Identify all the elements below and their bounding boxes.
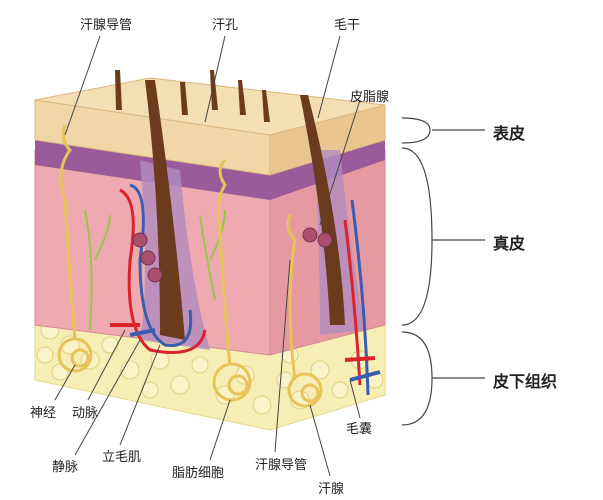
blood-vessels (110, 183, 381, 396)
sebaceous-glands (132, 227, 333, 283)
hair-shafts (115, 70, 345, 340)
label-vein: 静脉 (52, 460, 79, 475)
layer-brackets (401, 117, 485, 426)
sweat-glands (57, 124, 323, 408)
label-hair-shaft: 毛干 (334, 18, 361, 33)
label-sweat-pore: 汗孔 (212, 18, 239, 33)
label-fat-cells: 脂肪细胞 (172, 466, 225, 481)
label-sweat-duct-bottom: 汗腺导管 (255, 458, 308, 473)
label-artery: 动脉 (72, 406, 99, 421)
label-nerve: 神经 (30, 406, 57, 421)
skin-surface (34, 77, 386, 136)
label-dermis: 真皮 (493, 234, 526, 253)
label-subcutaneous: 皮下组织 (493, 372, 558, 391)
label-sebaceous-gland: 皮脂腺 (350, 90, 390, 105)
label-epidermis: 表皮 (493, 124, 526, 143)
label-hair-follicle: 毛囊 (346, 422, 373, 437)
label-sweat-gland: 汗腺 (318, 482, 345, 497)
nerves (84, 209, 226, 331)
label-sweat-duct-top: 汗腺导管 (80, 18, 133, 33)
leader-lines (54, 35, 361, 477)
label-arrector-pili: 立毛肌 (102, 450, 142, 465)
